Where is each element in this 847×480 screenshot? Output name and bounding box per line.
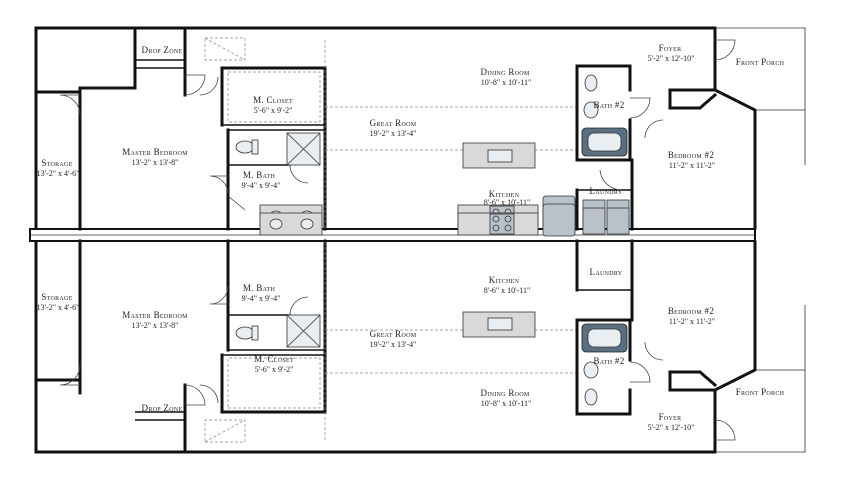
top-unit-walls [78, 26, 718, 231]
exterior-walls [29, 26, 806, 454]
m-closet-label: M. Closet [253, 95, 293, 105]
storage-dims: 13'-2" x 4'-6" [37, 303, 80, 312]
storage-label: Storage [41, 158, 72, 168]
dining-room-label: Dining Room [480, 388, 529, 398]
drop-zone-label: Drop Zone [142, 403, 183, 413]
m-closet-dims: 5'-6" x 9'-2" [254, 106, 293, 115]
bottom-unit-walls [59, 203, 736, 454]
bottom-unit-labels: Drop Zone M. Closet 5'-6" x 9'-2" Master… [37, 267, 785, 432]
bath2-label: Bath #2 [593, 100, 624, 110]
kitchen-label: Kitchen [489, 189, 520, 199]
foyer-dims: 5'-2" x 12'-10" [648, 423, 695, 432]
storage-label: Storage [41, 292, 72, 302]
foyer-label: Foyer [659, 412, 682, 422]
dining-room-dims: 10'-8" x 10'-11" [481, 78, 531, 87]
great-room-dims: 19'-2" x 13'-4" [370, 340, 417, 349]
top-doors [59, 39, 736, 211]
great-room-label: Great Room [370, 329, 417, 339]
m-closet-dims: 5'-6" x 9'-2" [255, 365, 294, 374]
laundry-label: Laundry [590, 267, 623, 277]
master-bedroom-dims: 13'-2" x 13'-8" [132, 158, 179, 167]
master-bedroom-label: Master Bedroom [122, 147, 188, 157]
bedroom2-dims: 11'-2" x 11'-2" [669, 317, 715, 326]
top-unit-labels: Drop Zone M. Closet 5'-6" x 9'-2" Master… [37, 43, 785, 207]
master-bedroom-dims: 13'-2" x 13'-8" [132, 321, 179, 330]
foyer-dims: 5'-2" x 12'-10" [648, 54, 695, 63]
kitchen-dims: 8'-6" x 10'-11" [484, 286, 530, 295]
m-bath-label: M. Bath [243, 283, 276, 293]
foyer-label: Foyer [659, 43, 682, 53]
m-bath-dims: 9'-4" x 9'-4" [242, 181, 281, 190]
drop-zone-label: Drop Zone [142, 45, 183, 55]
great-room-label: Great Room [370, 118, 417, 128]
great-room-dims: 19'-2" x 13'-4" [370, 129, 417, 138]
bedroom2-label: Bedroom #2 [668, 150, 714, 160]
master-bedroom-label: Master Bedroom [122, 310, 188, 320]
front-porch-label: Front Porch [736, 57, 785, 67]
m-closet-label: M. Closet [254, 354, 294, 364]
m-bath-dims: 9'-4" x 9'-4" [242, 294, 281, 303]
bath2-label: Bath #2 [593, 356, 624, 366]
bedroom2-dims: 11'-2" x 11'-2" [669, 161, 715, 170]
kitchen-dims: 8'-6" x 10'-11" [484, 198, 530, 207]
kitchen-label: Kitchen [489, 275, 520, 285]
bedroom2-label: Bedroom #2 [668, 306, 714, 316]
dining-room-dims: 10'-8" x 10'-11" [481, 399, 531, 408]
laundry-label: Laundry [590, 186, 623, 196]
front-porch-label: Front Porch [736, 387, 785, 397]
storage-dims: 13'-2" x 4'-6" [37, 169, 80, 178]
dining-room-label: Dining Room [480, 67, 529, 77]
m-bath-label: M. Bath [243, 170, 276, 180]
